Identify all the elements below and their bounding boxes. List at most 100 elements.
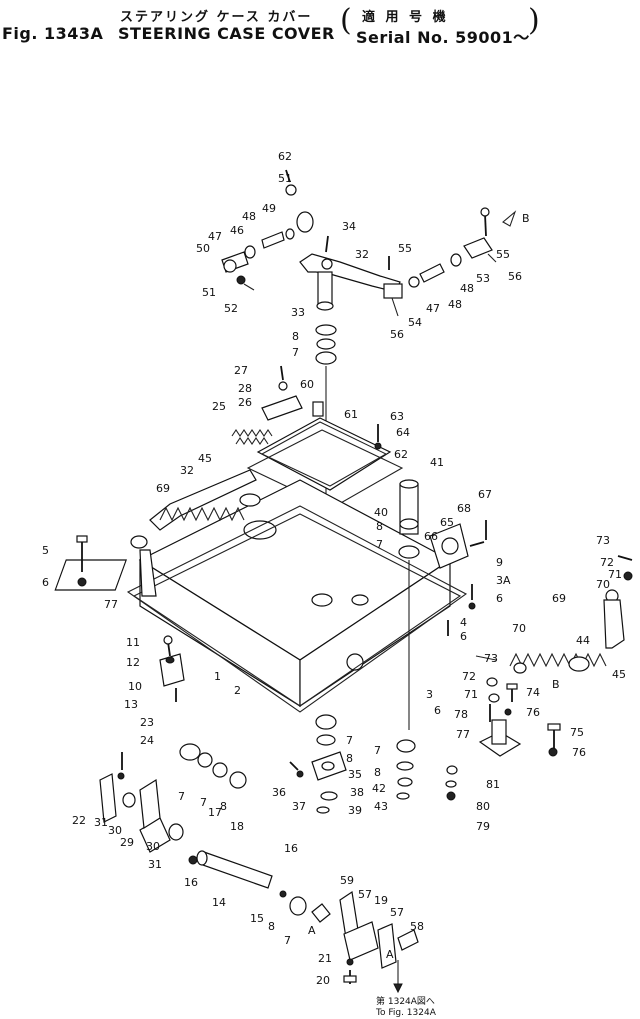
callout-A-bottom: A [386, 948, 394, 961]
callout-48-left: 48 [242, 210, 256, 223]
callout-10: 10 [128, 680, 142, 693]
callout-62-top: 62 [278, 150, 292, 163]
callout-63: 63 [390, 410, 404, 423]
callout-36: 36 [272, 786, 286, 799]
close-paren: ) [528, 3, 540, 38]
callout-37: 37 [292, 800, 306, 813]
callout-3: 3 [426, 688, 433, 701]
callout-B-top: B [522, 212, 530, 225]
callout-16-top: 16 [284, 842, 298, 855]
callout-27: 27 [234, 364, 248, 377]
callout-7-lower-b: 7 [374, 744, 381, 757]
footnote-jp: 第 1324A図へ [376, 995, 435, 1007]
callout-8-mid: 8 [376, 520, 383, 533]
footnote-en: To Fig. 1324A [375, 1008, 437, 1018]
callout-60: 60 [300, 378, 314, 391]
callout-26: 26 [238, 396, 252, 409]
callout-69-right: 69 [552, 592, 566, 605]
title-en: STEERING CASE COVER [118, 24, 335, 43]
callout-73-right: 73 [596, 534, 610, 547]
callout-70-right: 70 [596, 578, 610, 591]
callout-79: 79 [476, 820, 490, 833]
callout-15: 15 [250, 912, 264, 925]
callout-7-lower-c: 7 [178, 790, 185, 803]
callout-33: 33 [291, 306, 305, 319]
callout-6-right: 6 [496, 592, 503, 605]
callout-69-left: 69 [156, 482, 170, 495]
callout-32-top: 32 [355, 248, 369, 261]
callout-55-right: 55 [496, 248, 510, 261]
callout-14: 14 [212, 896, 226, 909]
callout-81: 81 [486, 778, 500, 791]
callout-1: 1 [214, 670, 221, 683]
callout-51-left: 51 [202, 286, 216, 299]
callout-5: 5 [42, 544, 49, 557]
callout-8-shaft: 8 [268, 920, 275, 933]
callout-64: 64 [396, 426, 410, 439]
callout-50: 50 [196, 242, 210, 255]
callout-62-mid: 62 [394, 448, 408, 461]
callout-55-mid: 55 [398, 242, 412, 255]
callout-51-top: 51 [278, 172, 292, 185]
callout-29: 29 [120, 836, 134, 849]
callout-30-right: 30 [146, 840, 160, 853]
callout-47-left: 47 [208, 230, 222, 243]
callout-7-mid: 7 [376, 538, 383, 551]
callout-80: 80 [476, 800, 490, 813]
callout-72-mid: 72 [462, 670, 476, 683]
callout-7-top: 7 [292, 346, 299, 359]
callout-40: 40 [374, 506, 388, 519]
callout-54: 54 [408, 316, 422, 329]
callout-52: 52 [224, 302, 238, 315]
callout-44: 44 [576, 634, 590, 647]
callout-13: 13 [124, 698, 138, 711]
callout-66: 66 [424, 530, 438, 543]
upper-linkage [221, 169, 517, 600]
callout-43: 43 [374, 800, 388, 813]
callout-38: 38 [350, 786, 364, 799]
callout-21: 21 [318, 952, 332, 965]
callout-6-left: 6 [42, 576, 49, 589]
callout-8-lower-a: 8 [346, 752, 353, 765]
callout-74: 74 [526, 686, 540, 699]
steering-case [54, 469, 487, 730]
callout-42: 42 [372, 782, 386, 795]
callout-28: 28 [238, 382, 252, 395]
callout-22: 22 [72, 814, 86, 827]
callout-53: 53 [476, 272, 490, 285]
callout-71-right: 71 [608, 568, 622, 581]
callout-45-right: 45 [612, 668, 626, 681]
callout-9: 9 [496, 556, 503, 569]
callout-34: 34 [342, 220, 356, 233]
serial-number: Serial No. 59001～ [356, 28, 530, 47]
callout-7-shaft: 7 [284, 934, 291, 947]
lower-parts [99, 714, 458, 994]
header: ステアリング ケース カバー Fig. 1343A STEERING CASE … [0, 0, 640, 52]
callout-23: 23 [140, 716, 154, 729]
callout-18: 18 [230, 820, 244, 833]
callout-48-mid: 48 [448, 298, 462, 311]
callout-77-left: 77 [104, 598, 118, 611]
callout-70-mid: 70 [512, 622, 526, 635]
callout-30-left: 30 [108, 824, 122, 837]
callout-41: 41 [430, 456, 444, 469]
callout-49: 49 [262, 202, 276, 215]
callout-57-top: 57 [358, 888, 372, 901]
callout-48-right: 48 [460, 282, 474, 295]
callout-67: 67 [478, 488, 492, 501]
callout-76-right: 76 [572, 746, 586, 759]
callout-71-mid: 71 [464, 688, 478, 701]
callout-56-right: 56 [508, 270, 522, 283]
callout-45-left: 45 [198, 452, 212, 465]
callout-68: 68 [457, 502, 471, 515]
callout-31-right: 31 [148, 858, 162, 871]
callout-78: 78 [454, 708, 468, 721]
callout-25: 25 [212, 400, 226, 413]
callout-58: 58 [410, 920, 424, 933]
callout-7-lower-a: 7 [346, 734, 353, 747]
open-paren: ( [340, 3, 352, 38]
callout-32-mid: 32 [180, 464, 194, 477]
callout-46: 46 [230, 224, 244, 237]
callout-8-lower-b: 8 [374, 766, 381, 779]
